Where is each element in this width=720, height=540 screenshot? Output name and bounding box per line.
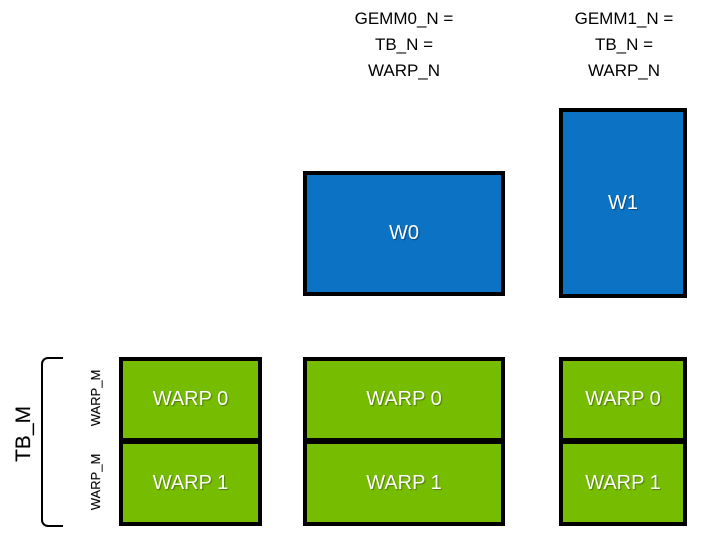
tb-m-label: TB_M bbox=[12, 406, 35, 463]
warp-cell: WARP 0 bbox=[303, 357, 505, 442]
tb-m-brace bbox=[41, 357, 63, 527]
warp-column-1: WARP 0 WARP 1 bbox=[303, 357, 505, 527]
warp-column-0: WARP 0 WARP 1 bbox=[119, 357, 262, 527]
warp-m-label-bottom: WARP_M bbox=[88, 453, 103, 511]
gemm1-column-caption: GEMM1_N = TB_N = WARP_N bbox=[574, 9, 674, 80]
gemm0-column-caption: GEMM0_N = TB_N = WARP_N bbox=[354, 9, 454, 80]
blue-tile-w0: W0 bbox=[303, 171, 505, 296]
blue-tile-w1: W1 bbox=[559, 108, 687, 298]
warp-cell: WARP 1 bbox=[559, 441, 687, 526]
warp-cell: WARP 1 bbox=[303, 441, 505, 526]
warp-m-label-top: WARP_M bbox=[88, 369, 103, 427]
warp-cell: WARP 1 bbox=[119, 441, 262, 526]
warp-column-2: WARP 0 WARP 1 bbox=[559, 357, 687, 527]
warp-cell: WARP 0 bbox=[119, 357, 262, 442]
warp-cell: WARP 0 bbox=[559, 357, 687, 442]
